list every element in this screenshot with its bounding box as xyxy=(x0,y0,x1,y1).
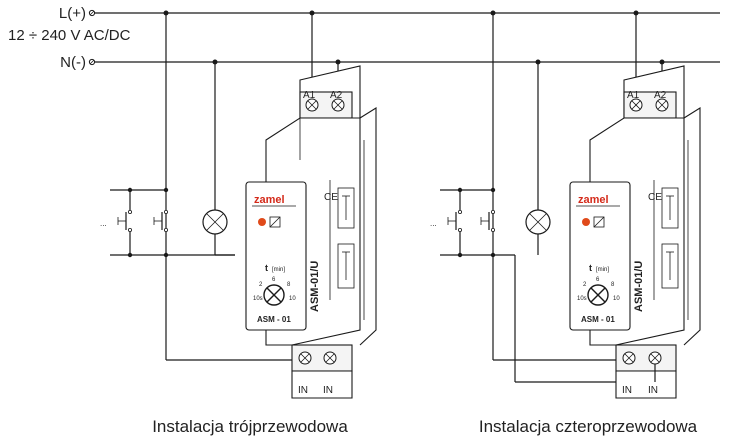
lamp-icon-right xyxy=(525,209,551,255)
time-dial-right xyxy=(587,284,609,306)
brand-logo: zamel xyxy=(254,194,285,206)
status-led xyxy=(258,218,266,226)
caption-four-wire: Instalacja czteroprzewodowa xyxy=(479,417,698,436)
model-front-label: ASM - 01 xyxy=(257,315,291,324)
time-dial xyxy=(263,284,285,306)
model-front-label-right: ASM - 01 xyxy=(581,315,615,324)
model-side-label: ASM-01/U xyxy=(309,261,321,312)
supply-terminals xyxy=(88,9,96,66)
pushbutton-4 xyxy=(480,209,495,232)
supply-bus xyxy=(95,12,720,63)
n-terminal-label: N(-) xyxy=(60,54,86,71)
brand-logo-right: zamel xyxy=(578,194,609,206)
dial-unit-right: [min] xyxy=(596,267,609,273)
model-side-label-right: ASM-01/U xyxy=(633,261,645,312)
dial-mark-10s-right: 10s xyxy=(577,296,587,302)
caption-three-wire: Instalacja trójprzewodowa xyxy=(152,417,348,436)
dial-mark-10: 10 xyxy=(289,296,296,302)
dial-mark-8-right: 8 xyxy=(611,282,615,288)
dial-mark-6-right: 6 xyxy=(596,277,600,283)
terminal-in-2-right: IN xyxy=(648,385,658,396)
dial-mark-2: 2 xyxy=(259,282,263,288)
timer-module-left: A1 A2 zamel t [min] 2 6 8 10s 10 xyxy=(245,65,377,399)
dial-label-right: t xyxy=(589,263,592,273)
voltage-label: 12 ÷ 240 V AC/DC xyxy=(8,27,131,44)
continuation-dots: ... xyxy=(100,219,107,228)
terminal-a1: A1 xyxy=(303,90,316,101)
l-terminal-label: L(+) xyxy=(59,5,86,22)
terminal-in-2: IN xyxy=(323,385,333,396)
ce-mark: CE xyxy=(324,192,338,203)
timer-module-right: A1 A2 zamel t [min] 2 6 8 10s 10 ASM - 0… xyxy=(569,65,701,399)
dial-label: t xyxy=(265,263,268,273)
terminal-in-1: IN xyxy=(298,385,308,396)
status-led-right xyxy=(582,218,590,226)
terminal-a2-right: A2 xyxy=(654,90,667,101)
ce-mark-right: CE xyxy=(648,192,662,203)
lamp-icon xyxy=(202,209,228,255)
dial-mark-6: 6 xyxy=(272,277,276,283)
dial-unit: [min] xyxy=(272,267,285,273)
continuation-dots-right: ... xyxy=(430,219,437,228)
pushbutton-1 xyxy=(117,190,132,255)
pushbutton-3 xyxy=(447,190,462,255)
panel-four-wire: ... xyxy=(430,10,701,436)
panel-three-wire: ... xyxy=(100,10,377,436)
dial-mark-8: 8 xyxy=(287,282,291,288)
pushbutton-2 xyxy=(153,209,168,232)
dial-mark-10s: 10s xyxy=(253,296,263,302)
dial-mark-10-right: 10 xyxy=(613,296,620,302)
terminal-in-1-right: IN xyxy=(622,385,632,396)
terminal-a1-right: A1 xyxy=(627,90,640,101)
terminal-a2: A2 xyxy=(330,90,343,101)
dial-mark-2-right: 2 xyxy=(583,282,587,288)
